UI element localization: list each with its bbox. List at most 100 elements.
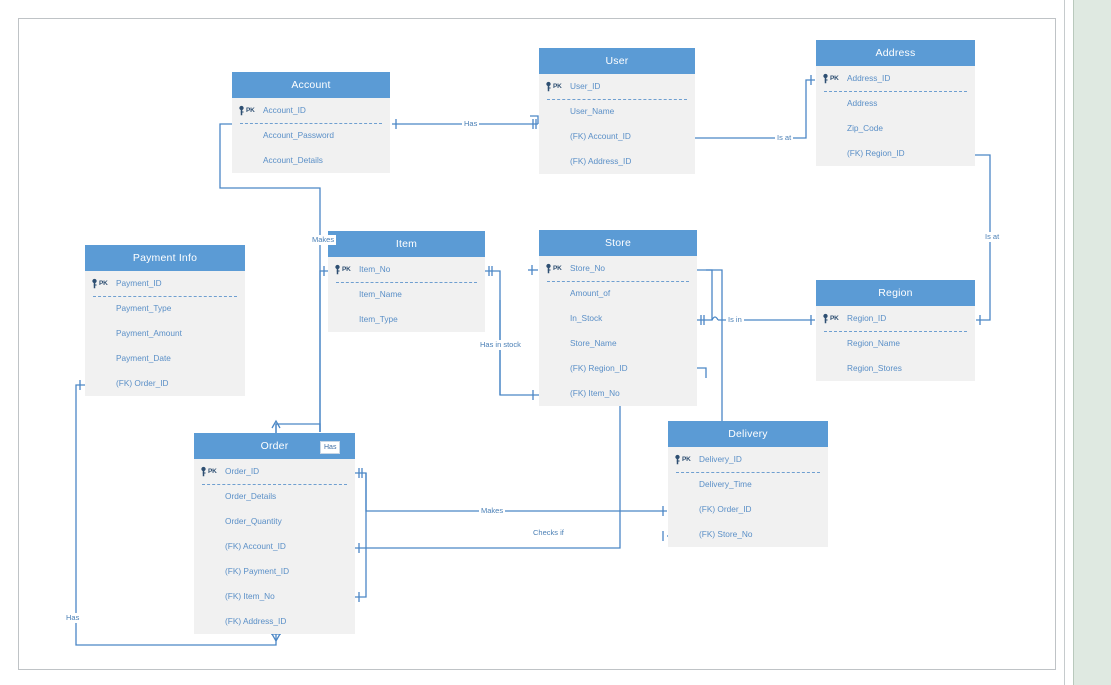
- attribute-row[interactable]: (FK) Order_ID: [85, 371, 245, 396]
- relationship-label[interactable]: Makes: [310, 235, 337, 245]
- entity-header[interactable]: Region: [816, 280, 975, 306]
- attribute-label: In_Stock: [570, 313, 603, 323]
- attribute-label: User_Name: [570, 106, 615, 116]
- attribute-label: Item_Type: [359, 314, 398, 324]
- relationship-label[interactable]: Makes: [479, 506, 506, 516]
- attribute-row[interactable]: Account_Password: [232, 123, 390, 148]
- attribute-row[interactable]: Address: [816, 91, 975, 116]
- key-separator: [93, 296, 237, 297]
- attribute-label: Delivery_Time: [699, 479, 752, 489]
- attribute-row[interactable]: Payment_Date: [85, 346, 245, 371]
- attribute-row[interactable]: Region_Name: [816, 331, 975, 356]
- attribute-row[interactable]: (FK) Payment_ID: [194, 559, 355, 584]
- attribute-row[interactable]: Payment_Type: [85, 296, 245, 321]
- attribute-row[interactable]: Order_Details: [194, 484, 355, 509]
- attribute-label: User_ID: [570, 81, 601, 91]
- attribute-row[interactable]: (FK) Region_ID: [539, 356, 697, 381]
- primary-key-label: PK: [342, 266, 351, 273]
- key-separator: [824, 331, 967, 332]
- attribute-row[interactable]: User_Name: [539, 99, 695, 124]
- attribute-row[interactable]: (FK) Address_ID: [194, 609, 355, 634]
- relationship-label[interactable]: Is in: [726, 315, 744, 325]
- attribute-row[interactable]: Zip_Code: [816, 116, 975, 141]
- key-separator: [824, 91, 967, 92]
- relationship-label[interactable]: Checks if: [531, 528, 566, 538]
- entity-header[interactable]: User: [539, 48, 695, 74]
- entity-header[interactable]: Item: [328, 231, 485, 257]
- attribute-row[interactable]: (FK) Item_No: [194, 584, 355, 609]
- attribute-row[interactable]: (FK) Order_ID: [668, 497, 828, 522]
- entity-header[interactable]: Account: [232, 72, 390, 98]
- entity-header[interactable]: Address: [816, 40, 975, 66]
- attribute-row-primary-key[interactable]: PK Item_No: [328, 257, 485, 282]
- attribute-label: Payment_Amount: [116, 328, 182, 338]
- attribute-label: Order_Details: [225, 491, 277, 501]
- attribute-row[interactable]: Region_Stores: [816, 356, 975, 381]
- attribute-row[interactable]: (FK) Account_ID: [539, 124, 695, 149]
- attribute-row[interactable]: (FK) Store_No: [668, 522, 828, 547]
- attribute-label: Order_ID: [225, 466, 260, 476]
- entity-header[interactable]: Delivery: [668, 421, 828, 447]
- primary-key-label: PK: [99, 280, 108, 287]
- attribute-row[interactable]: Delivery_Time: [668, 472, 828, 497]
- attribute-row[interactable]: (FK) Item_No: [539, 381, 697, 406]
- entity-header[interactable]: Store: [539, 230, 697, 256]
- attribute-row[interactable]: Account_Details: [232, 148, 390, 173]
- attribute-label: (FK) Store_No: [699, 529, 753, 539]
- attribute-row[interactable]: Order_Quantity: [194, 509, 355, 534]
- attribute-row[interactable]: Store_Name: [539, 331, 697, 356]
- primary-key-label: PK: [830, 75, 839, 82]
- attribute-row[interactable]: (FK) Account_ID: [194, 534, 355, 559]
- key-separator: [336, 282, 477, 283]
- primary-key-icon: [201, 466, 206, 477]
- attribute-row[interactable]: Item_Name: [328, 282, 485, 307]
- attribute-row[interactable]: (FK) Address_ID: [539, 149, 695, 174]
- attribute-label: (FK) Payment_ID: [225, 566, 290, 576]
- attribute-label: (FK) Region_ID: [847, 148, 905, 158]
- attribute-label: (FK) Account_ID: [225, 541, 286, 551]
- order-header-has-badge: Has: [320, 441, 341, 454]
- entity-header[interactable]: Payment Info: [85, 245, 245, 271]
- key-separator: [547, 99, 687, 100]
- relationship-label[interactable]: Has: [462, 119, 480, 129]
- attribute-label: Payment_Type: [116, 303, 172, 313]
- attribute-label: Store_No: [570, 263, 606, 273]
- attribute-row[interactable]: Payment_Amount: [85, 321, 245, 346]
- attribute-label: (FK) Order_ID: [116, 378, 169, 388]
- relationship-label[interactable]: Has: [64, 613, 82, 623]
- relationship-label[interactable]: Is at: [775, 133, 794, 143]
- attribute-row[interactable]: Amount_of: [539, 281, 697, 306]
- attribute-label: Item_No: [359, 264, 391, 274]
- attribute-label: Account_ID: [263, 105, 306, 115]
- attribute-label: Payment_ID: [116, 278, 162, 288]
- attribute-label: Zip_Code: [847, 123, 883, 133]
- relationship-label[interactable]: Is at: [983, 232, 1002, 242]
- attribute-row[interactable]: Item_Type: [328, 307, 485, 332]
- attribute-row-primary-key[interactable]: PK Payment_ID: [85, 271, 245, 296]
- relationship-label[interactable]: Has in stock: [478, 340, 523, 350]
- attribute-row[interactable]: (FK) Region_ID: [816, 141, 975, 166]
- attribute-row[interactable]: In_Stock: [539, 306, 697, 331]
